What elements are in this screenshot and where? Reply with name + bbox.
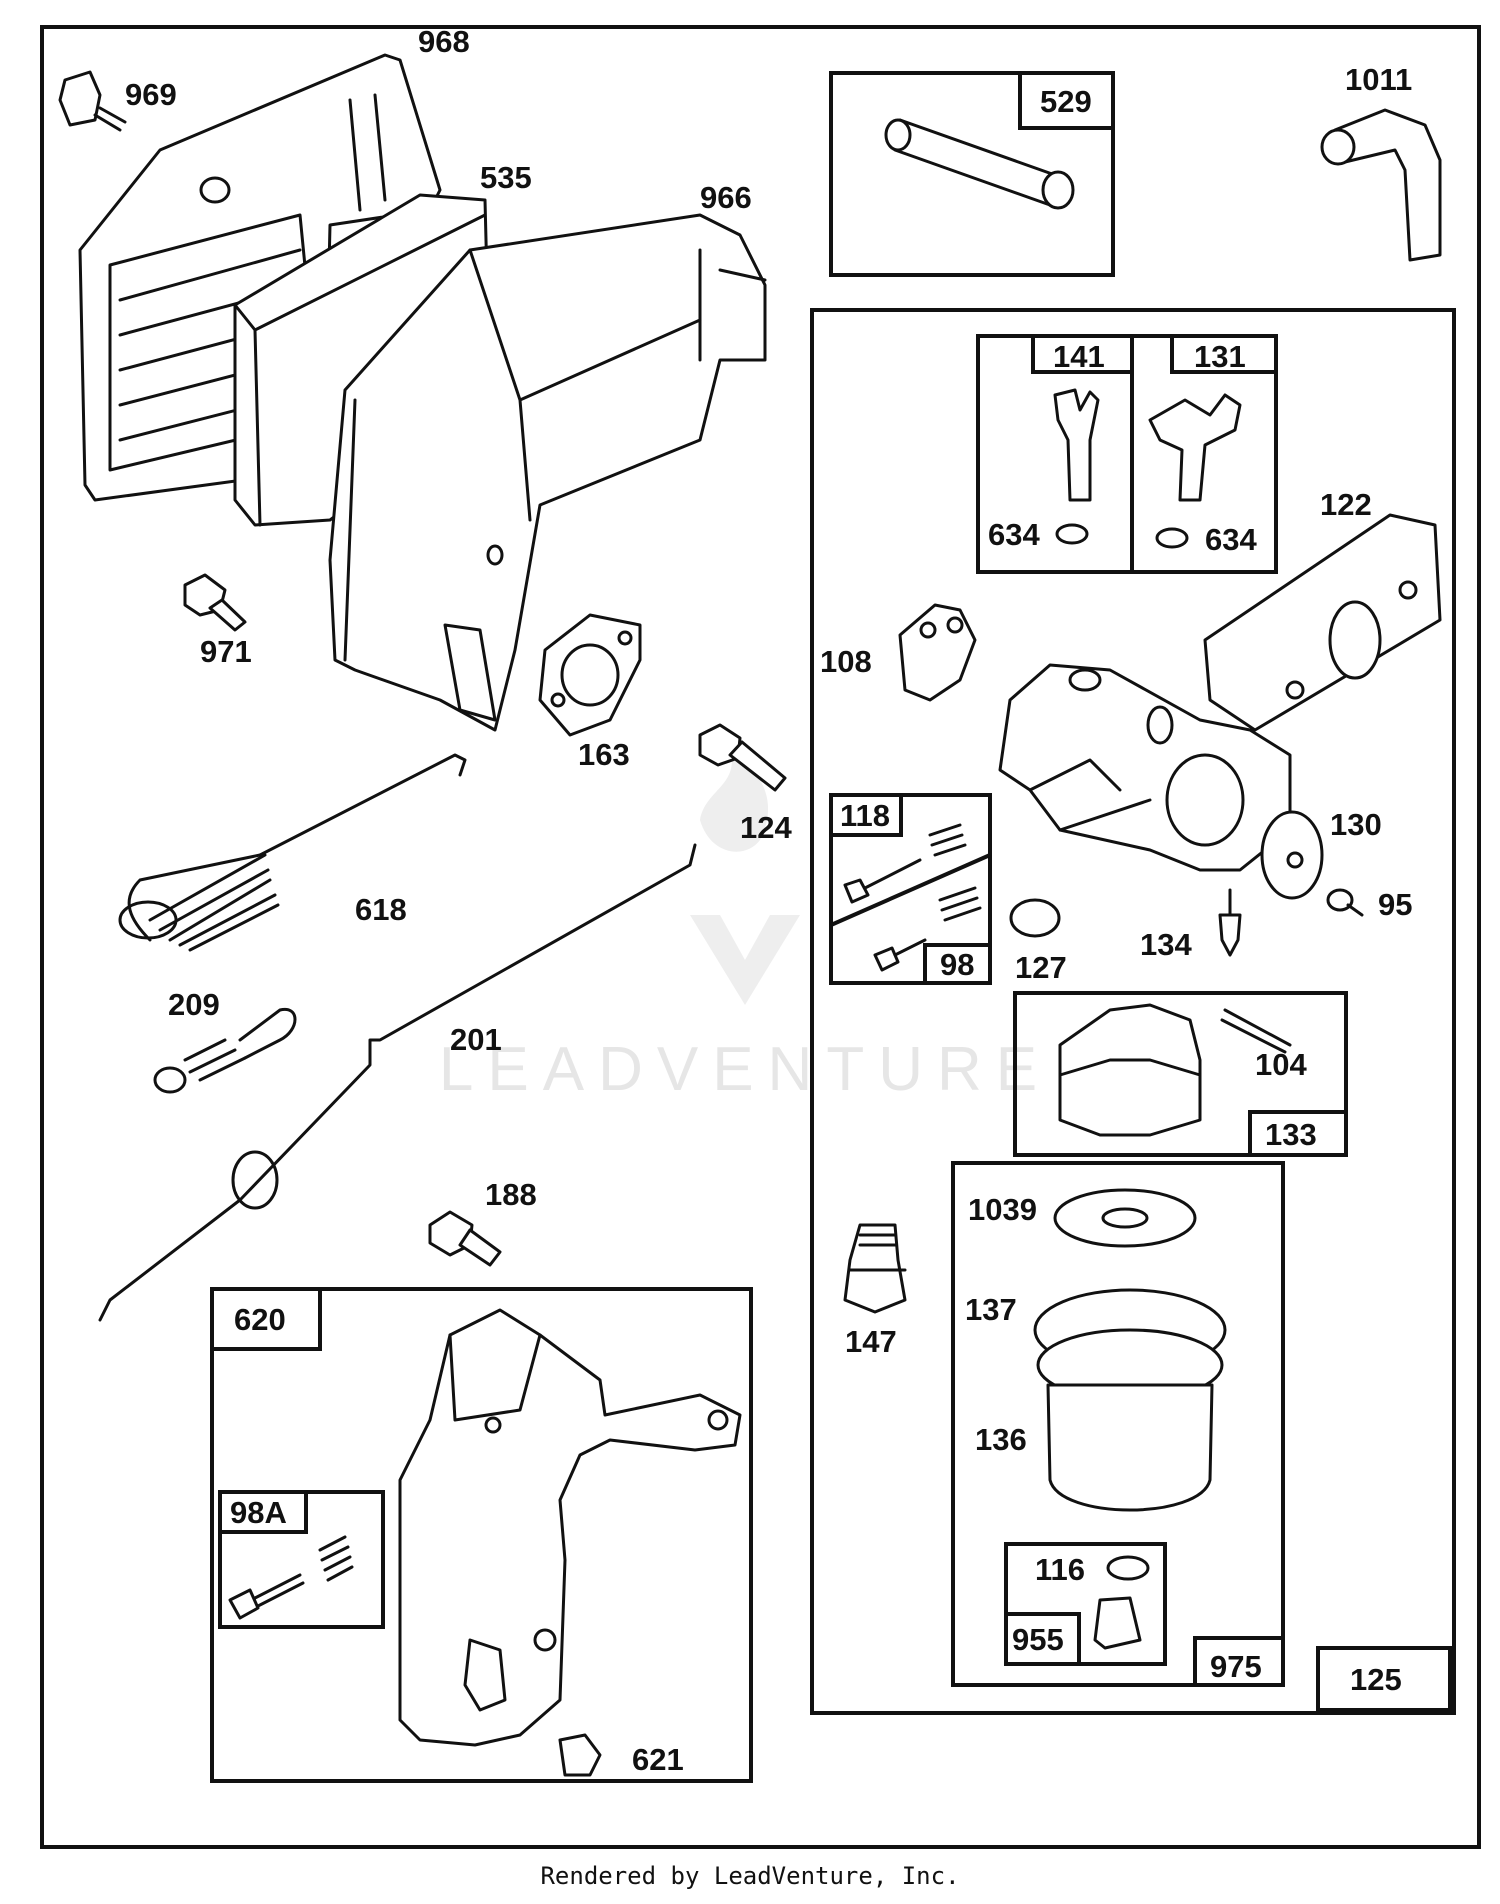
bolt-188 — [428, 1210, 502, 1267]
label-634-b: 634 — [1205, 522, 1257, 557]
label-1011: 1011 — [1345, 62, 1412, 97]
gasket-163 — [538, 613, 642, 737]
screw-95 — [1326, 888, 1364, 917]
label-137: 137 — [965, 1292, 1017, 1327]
label-127: 127 — [1015, 950, 1067, 985]
box-label-118: 118 — [840, 798, 890, 833]
spring-618 — [118, 753, 467, 952]
elbow-hose-1011 — [1320, 108, 1442, 262]
watermark: LEADVENTURE — [439, 750, 1051, 1104]
box-label-131: 131 — [1194, 339, 1246, 374]
label-634-a: 634 — [988, 517, 1040, 552]
label-147: 147 — [845, 1324, 897, 1359]
label-163: 163 — [578, 737, 630, 772]
box-label-98: 98 — [940, 947, 974, 982]
box-label-975: 975 — [1210, 1649, 1262, 1684]
footer-credit: Rendered by LeadVenture, Inc. — [540, 1862, 960, 1890]
outer-frame — [40, 25, 1481, 1849]
disc-130 — [1260, 810, 1324, 900]
choke-shaft-131 — [1148, 393, 1242, 549]
box-125-tag — [1316, 1646, 1452, 1712]
spring-209 — [153, 1007, 297, 1094]
label-209: 209 — [168, 987, 220, 1022]
box-955 — [1004, 1542, 1167, 1666]
label-966: 966 — [700, 180, 752, 215]
box-125 — [810, 308, 1456, 1715]
plate-108 — [898, 603, 977, 702]
idle-screw-98a — [228, 1535, 354, 1620]
carburetor-body — [998, 663, 1292, 872]
needle-134 — [1218, 888, 1242, 957]
label-134: 134 — [1140, 927, 1192, 962]
label-124: 124 — [740, 810, 792, 845]
label-130: 130 — [1330, 807, 1382, 842]
throttle-shaft-141 — [1053, 388, 1100, 545]
bolt-971 — [183, 573, 247, 632]
fitting-147 — [843, 1223, 907, 1314]
label-621: 621 — [632, 1742, 684, 1777]
governor-link-201 — [98, 843, 697, 1322]
label-201: 201 — [450, 1022, 502, 1057]
clip-621 — [558, 1733, 602, 1777]
label-95: 95 — [1378, 887, 1412, 922]
label-968: 968 — [418, 24, 470, 59]
label-116: 116 — [1035, 1552, 1085, 1587]
box-label-133: 133 — [1265, 1117, 1317, 1152]
label-971: 971 — [200, 634, 252, 669]
box-label-955: 955 — [1012, 1622, 1064, 1657]
label-969: 969 — [125, 77, 177, 112]
control-bracket-620 — [398, 1308, 742, 1747]
watermark-text: LEADVENTURE — [439, 1035, 1051, 1104]
box-label-529: 529 — [1040, 84, 1092, 119]
v-logo-icon — [690, 915, 800, 1005]
label-108: 108 — [820, 644, 872, 679]
plug-127 — [1009, 898, 1061, 938]
box-975 — [951, 1161, 1285, 1687]
box-label-125: 125 — [1350, 1662, 1402, 1697]
flame-logo-icon — [700, 750, 769, 852]
label-122: 122 — [1320, 487, 1372, 522]
label-104: 104 — [1255, 1047, 1307, 1082]
box-620 — [210, 1287, 753, 1783]
label-136: 136 — [975, 1422, 1027, 1457]
spacer-122 — [1203, 513, 1442, 732]
box-529 — [829, 71, 1115, 277]
label-1039: 1039 — [968, 1192, 1037, 1227]
box-133 — [1013, 991, 1348, 1157]
air-cleaner-cover-966 — [328, 213, 767, 732]
box-141-131 — [976, 334, 1278, 574]
label-618: 618 — [355, 892, 407, 927]
bolt-124 — [698, 723, 787, 792]
knob-969 — [58, 70, 127, 132]
box-label-141: 141 — [1053, 339, 1105, 374]
label-535: 535 — [480, 160, 532, 195]
box-98a — [218, 1490, 385, 1629]
box-label-98a: 98A — [230, 1495, 287, 1530]
box-118-98 — [829, 793, 992, 985]
label-188: 188 — [485, 1177, 537, 1212]
box-label-620: 620 — [234, 1302, 286, 1337]
